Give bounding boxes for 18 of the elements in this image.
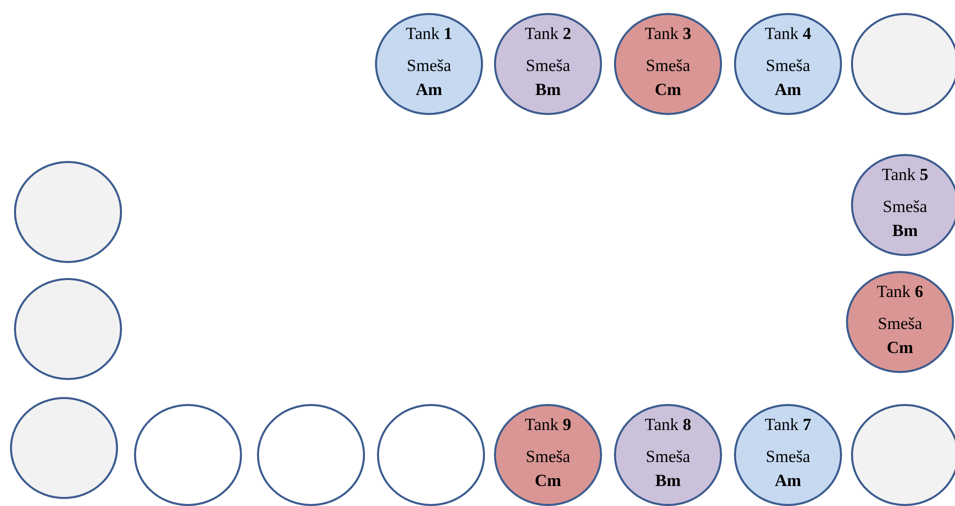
tank-label: Tank 9 [524,415,572,435]
mixture-label: Smeša Cm [876,313,924,359]
tank-label: Tank 1 [406,24,452,44]
tank-label: Tank 3 [644,24,692,44]
mixture-label: Smeša Bm [524,55,572,101]
tank-label: Tank 5 [882,165,928,185]
mixture-label: Smeša Cm [524,446,572,492]
mixture-label: Smeša Bm [644,446,692,492]
mixture-label: Smeša Am [764,446,812,492]
tank-label: Tank 7 [764,415,812,435]
tank-label: Tank 6 [876,282,924,302]
mixture-label: Smeša Cm [644,55,692,101]
mixture-label: Smeša Bm [882,196,928,242]
mixture-label: Smeša Am [764,55,812,101]
tank-label: Tank 4 [764,24,812,44]
mixture-label: Smeša Am [406,55,452,101]
tank-label: Tank 8 [644,415,692,435]
tank-label: Tank 2 [524,24,572,44]
